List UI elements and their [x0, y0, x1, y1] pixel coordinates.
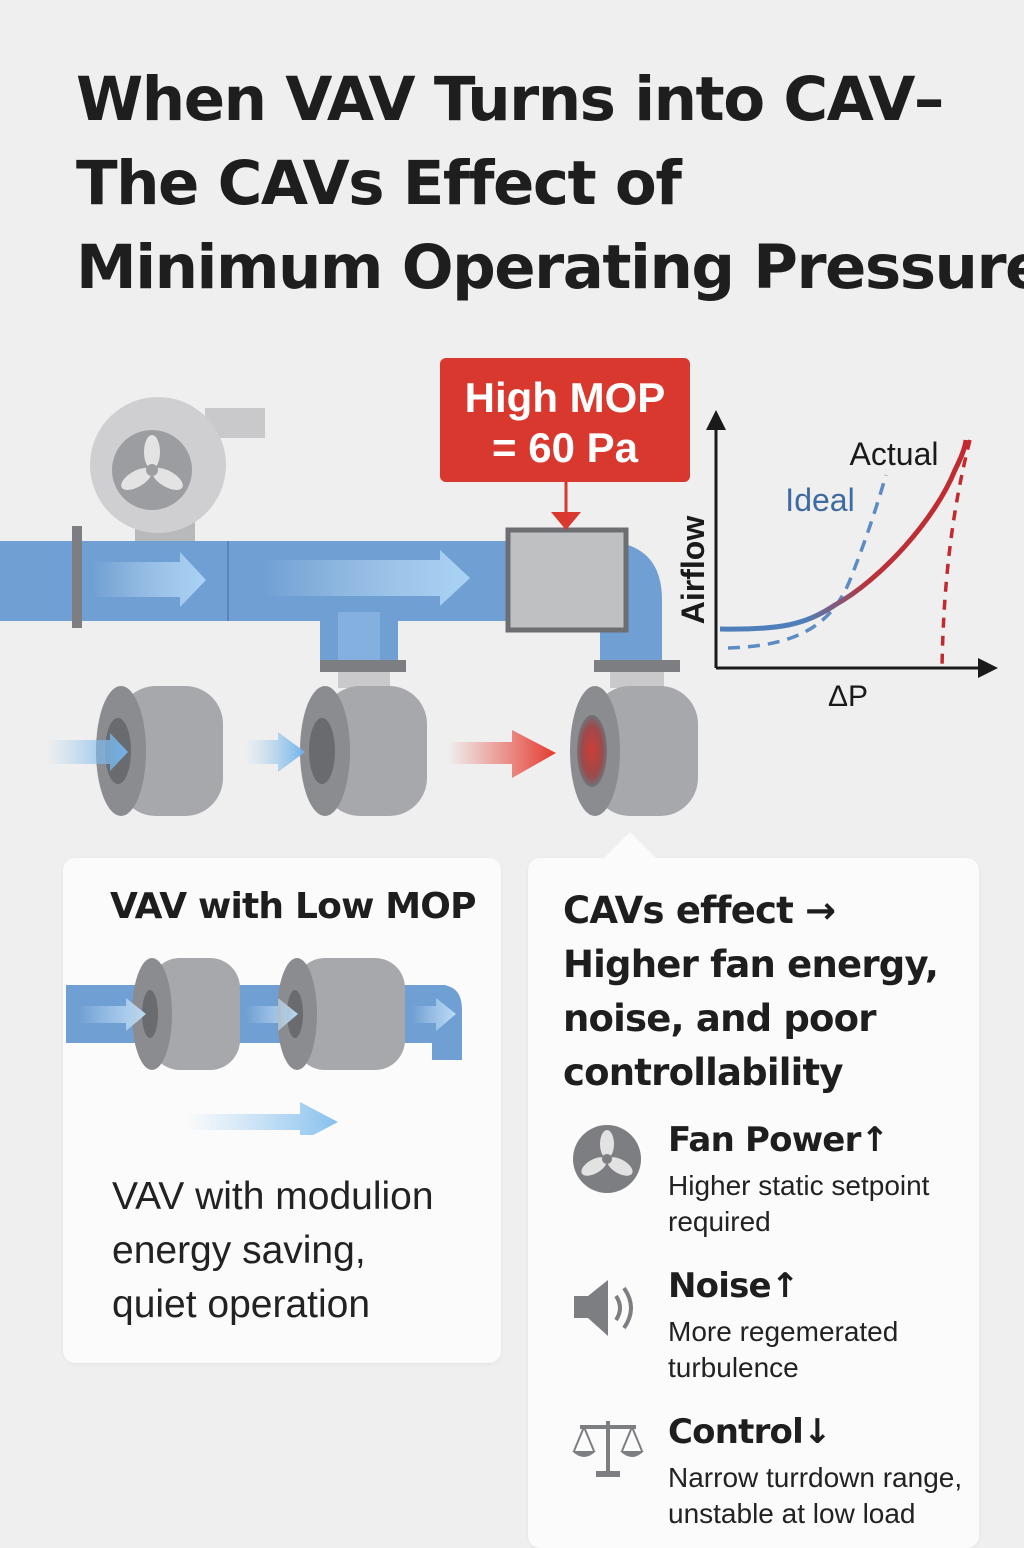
- vav-damper-box: [505, 527, 629, 633]
- effect-fan-power-title: Fan Power↑: [668, 1120, 889, 1160]
- small-flow-arrow-2: [246, 998, 298, 1031]
- graph-x-label: ΔP: [828, 680, 868, 713]
- fan-icon: [573, 1125, 641, 1193]
- actual-limit-line: [940, 439, 972, 669]
- supply-fan: [90, 397, 265, 545]
- small-flow-arrow-3: [412, 998, 456, 1031]
- panel-pointer: [600, 832, 660, 862]
- effect-control-desc: Narrow turrdown range, unstable at low l…: [668, 1462, 963, 1529]
- speaker-icon: [574, 1280, 633, 1336]
- cavs-effect-panel: [528, 858, 979, 1548]
- flow-arrow-red: [448, 730, 556, 778]
- title-line-1: When VAV Turns into CAV–: [76, 64, 944, 135]
- actual-curve-label: Actual: [850, 436, 939, 472]
- page-title: When VAV Turns into CAV– The CAVs Effect…: [76, 58, 1024, 310]
- flow-arrow-duct-1: [92, 552, 206, 607]
- terminal-unit-3-overpressured: [570, 686, 698, 816]
- low-mop-heading: VAV with Low MOP: [110, 886, 476, 927]
- effect-control-title: Control↓: [668, 1412, 831, 1452]
- main-duct: [0, 526, 662, 662]
- small-flow-arrow-1: [78, 998, 146, 1031]
- ideal-curve: [727, 474, 888, 650]
- airflow-arrow: [185, 1102, 338, 1135]
- terminal-unit-2: [300, 686, 427, 816]
- title-line-3: Minimum Operating Pressure: [76, 232, 1024, 303]
- flow-arrow-floor-2: [245, 732, 305, 772]
- low-mop-description: VAV with modulion energy saving, quiet o…: [112, 1175, 434, 1326]
- ideal-curve-label: Ideal: [785, 482, 854, 518]
- duct-system-diagram: High MOP = 60 Pa Airflow ΔP Actual Ideal: [0, 358, 998, 816]
- flow-arrow-floor-1: [45, 733, 128, 771]
- callout-pointer-arrow: [551, 512, 581, 530]
- callout-line-1: High MOP: [465, 374, 666, 421]
- scale-icon: [572, 1421, 644, 1477]
- graph-y-label: Airflow: [675, 516, 711, 625]
- effect-noise-title: Noise↑: [668, 1266, 799, 1306]
- high-mop-callout: High MOP = 60 Pa: [440, 358, 690, 530]
- fan-icon: [121, 435, 183, 490]
- low-mop-panel: [63, 858, 501, 1363]
- airflow-pressure-graph: Airflow ΔP Actual Ideal: [675, 410, 998, 713]
- effect-noise-desc: More regemerated turbulence: [668, 1316, 899, 1383]
- flow-arrow-duct-2: [262, 550, 470, 606]
- effect-fan-power-desc: Higher static setpoint required: [668, 1170, 930, 1237]
- callout-line-2: = 60 Pa: [492, 424, 639, 471]
- title-line-2: The CAVs Effect of: [76, 148, 682, 219]
- cavs-effect-heading: CAVs effect → Higher fan energy, noise, …: [563, 889, 939, 1094]
- actual-curve: [719, 439, 969, 632]
- low-mop-duct-illustration: [66, 958, 462, 1135]
